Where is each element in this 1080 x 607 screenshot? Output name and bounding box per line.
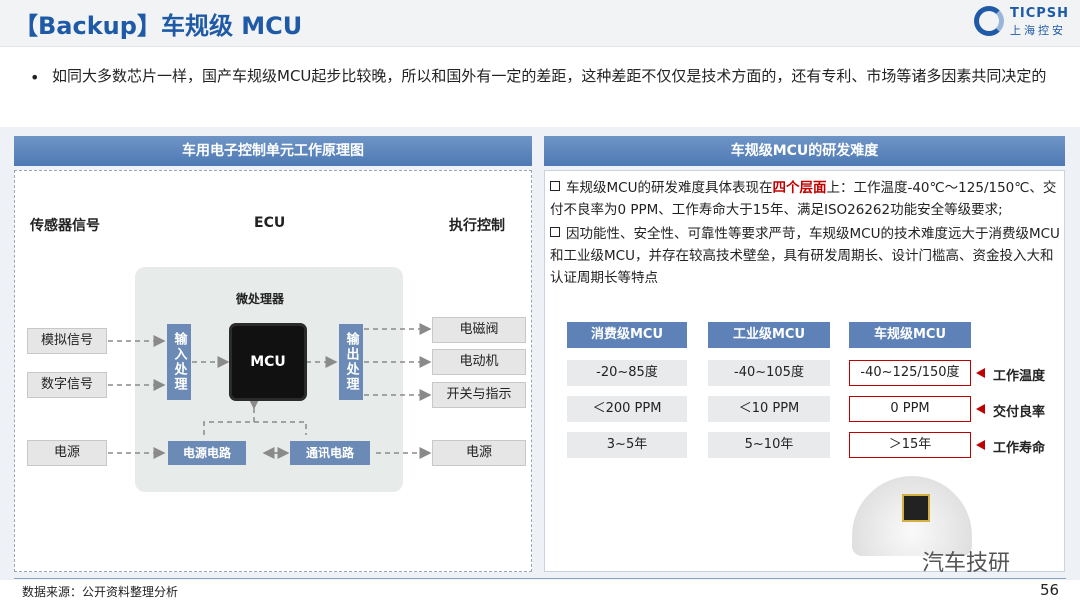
output-solenoid-valve: 电磁阀 xyxy=(432,317,526,343)
input-digital-signal: 数字信号 xyxy=(27,372,107,398)
table-cell: -40~105度 xyxy=(708,360,830,386)
footer-source: 数据来源：公开资料整理分析 xyxy=(22,585,179,599)
table-cell: -20~85度 xyxy=(567,360,687,386)
header-bar xyxy=(0,0,1080,47)
output-processing-block: 输出处理 xyxy=(339,324,363,400)
table-cell: 5~10年 xyxy=(708,432,830,458)
power-circuit-block: 电源电路 xyxy=(168,441,246,465)
table-header-consumer: 消费级MCU xyxy=(567,322,687,348)
output-power: 电源 xyxy=(432,440,526,466)
output-motor: 电动机 xyxy=(432,349,526,375)
bullet-text: 如同大多数芯片一样，国产车规级MCU起步比较晚，所以和国外有一定的差距，这种差距… xyxy=(52,67,1047,85)
page-number: 56 xyxy=(1040,581,1060,599)
col-ecu-heading: ECU xyxy=(254,215,286,231)
row-label-yield: 交付良率 xyxy=(993,405,1046,420)
chip-icon xyxy=(902,494,930,522)
comm-circuit-block: 通讯电路 xyxy=(290,441,370,465)
difficulty-text: 车规级MCU的研发难度具体表现在四个层面上：工作温度-40℃～125/150℃、… xyxy=(550,177,1060,289)
table-cell: ＜10 PPM xyxy=(708,396,830,422)
input-analog-signal: 模拟信号 xyxy=(27,328,107,354)
checkbox-square-icon xyxy=(550,227,560,237)
row-label-lifetime: 工作寿命 xyxy=(993,441,1046,456)
table-cell: ＜200 PPM xyxy=(567,396,687,422)
table-cell-highlight: 0 PPM xyxy=(849,396,971,422)
row-label-temperature: 工作温度 xyxy=(993,369,1046,384)
logo-text-cn: 上海控安 xyxy=(1010,24,1066,37)
table-header-automotive: 车规级MCU xyxy=(849,322,971,348)
checkbox-square-icon xyxy=(550,181,560,191)
col-actuator-heading: 执行控制 xyxy=(449,218,505,234)
pointer-arrow-icon xyxy=(976,404,985,414)
page-title: 【Backup】车规级 MCU xyxy=(14,12,303,40)
pointer-arrow-icon xyxy=(976,440,985,450)
highlight-four-levels: 四个层面 xyxy=(772,180,827,196)
difficulty-point-2: 因功能性、安全性、可靠性等要求严苛，车规级MCU的技术难度远大于消费级MCU和工… xyxy=(550,226,1060,286)
table-cell-highlight: -40~125/150度 xyxy=(849,360,971,386)
table-cell-highlight: ＞15年 xyxy=(849,432,971,458)
logo-ring-icon xyxy=(974,6,1004,36)
brand-watermark: 汽车技研 xyxy=(922,551,1011,576)
table-header-industrial: 工业级MCU xyxy=(708,322,830,348)
table-cell: 3~5年 xyxy=(567,432,687,458)
logo-text-en: TICPSH xyxy=(1010,6,1070,21)
right-panel-title: 车规级MCU的研发难度 xyxy=(544,136,1065,166)
microprocessor-label: 微处理器 xyxy=(236,292,285,306)
company-logo: TICPSH 上海控安 xyxy=(974,6,1074,40)
diagram-connectors xyxy=(108,323,432,459)
bullet-dot-icon: • xyxy=(30,68,40,87)
input-processing-block: 输入处理 xyxy=(167,324,191,400)
mcu-chip: MCU xyxy=(232,326,304,398)
difficulty-point-1: 车规级MCU的研发难度具体表现在四个层面上：工作温度-40℃～125/150℃、… xyxy=(550,180,1057,218)
col-sensor-heading: 传感器信号 xyxy=(30,218,100,234)
input-power: 电源 xyxy=(27,440,107,466)
pointer-arrow-icon xyxy=(976,368,985,378)
output-switch-indicator: 开关与指示 xyxy=(432,382,526,408)
left-panel-title: 车用电子控制单元工作原理图 xyxy=(14,136,532,166)
footer-divider xyxy=(14,578,1066,579)
